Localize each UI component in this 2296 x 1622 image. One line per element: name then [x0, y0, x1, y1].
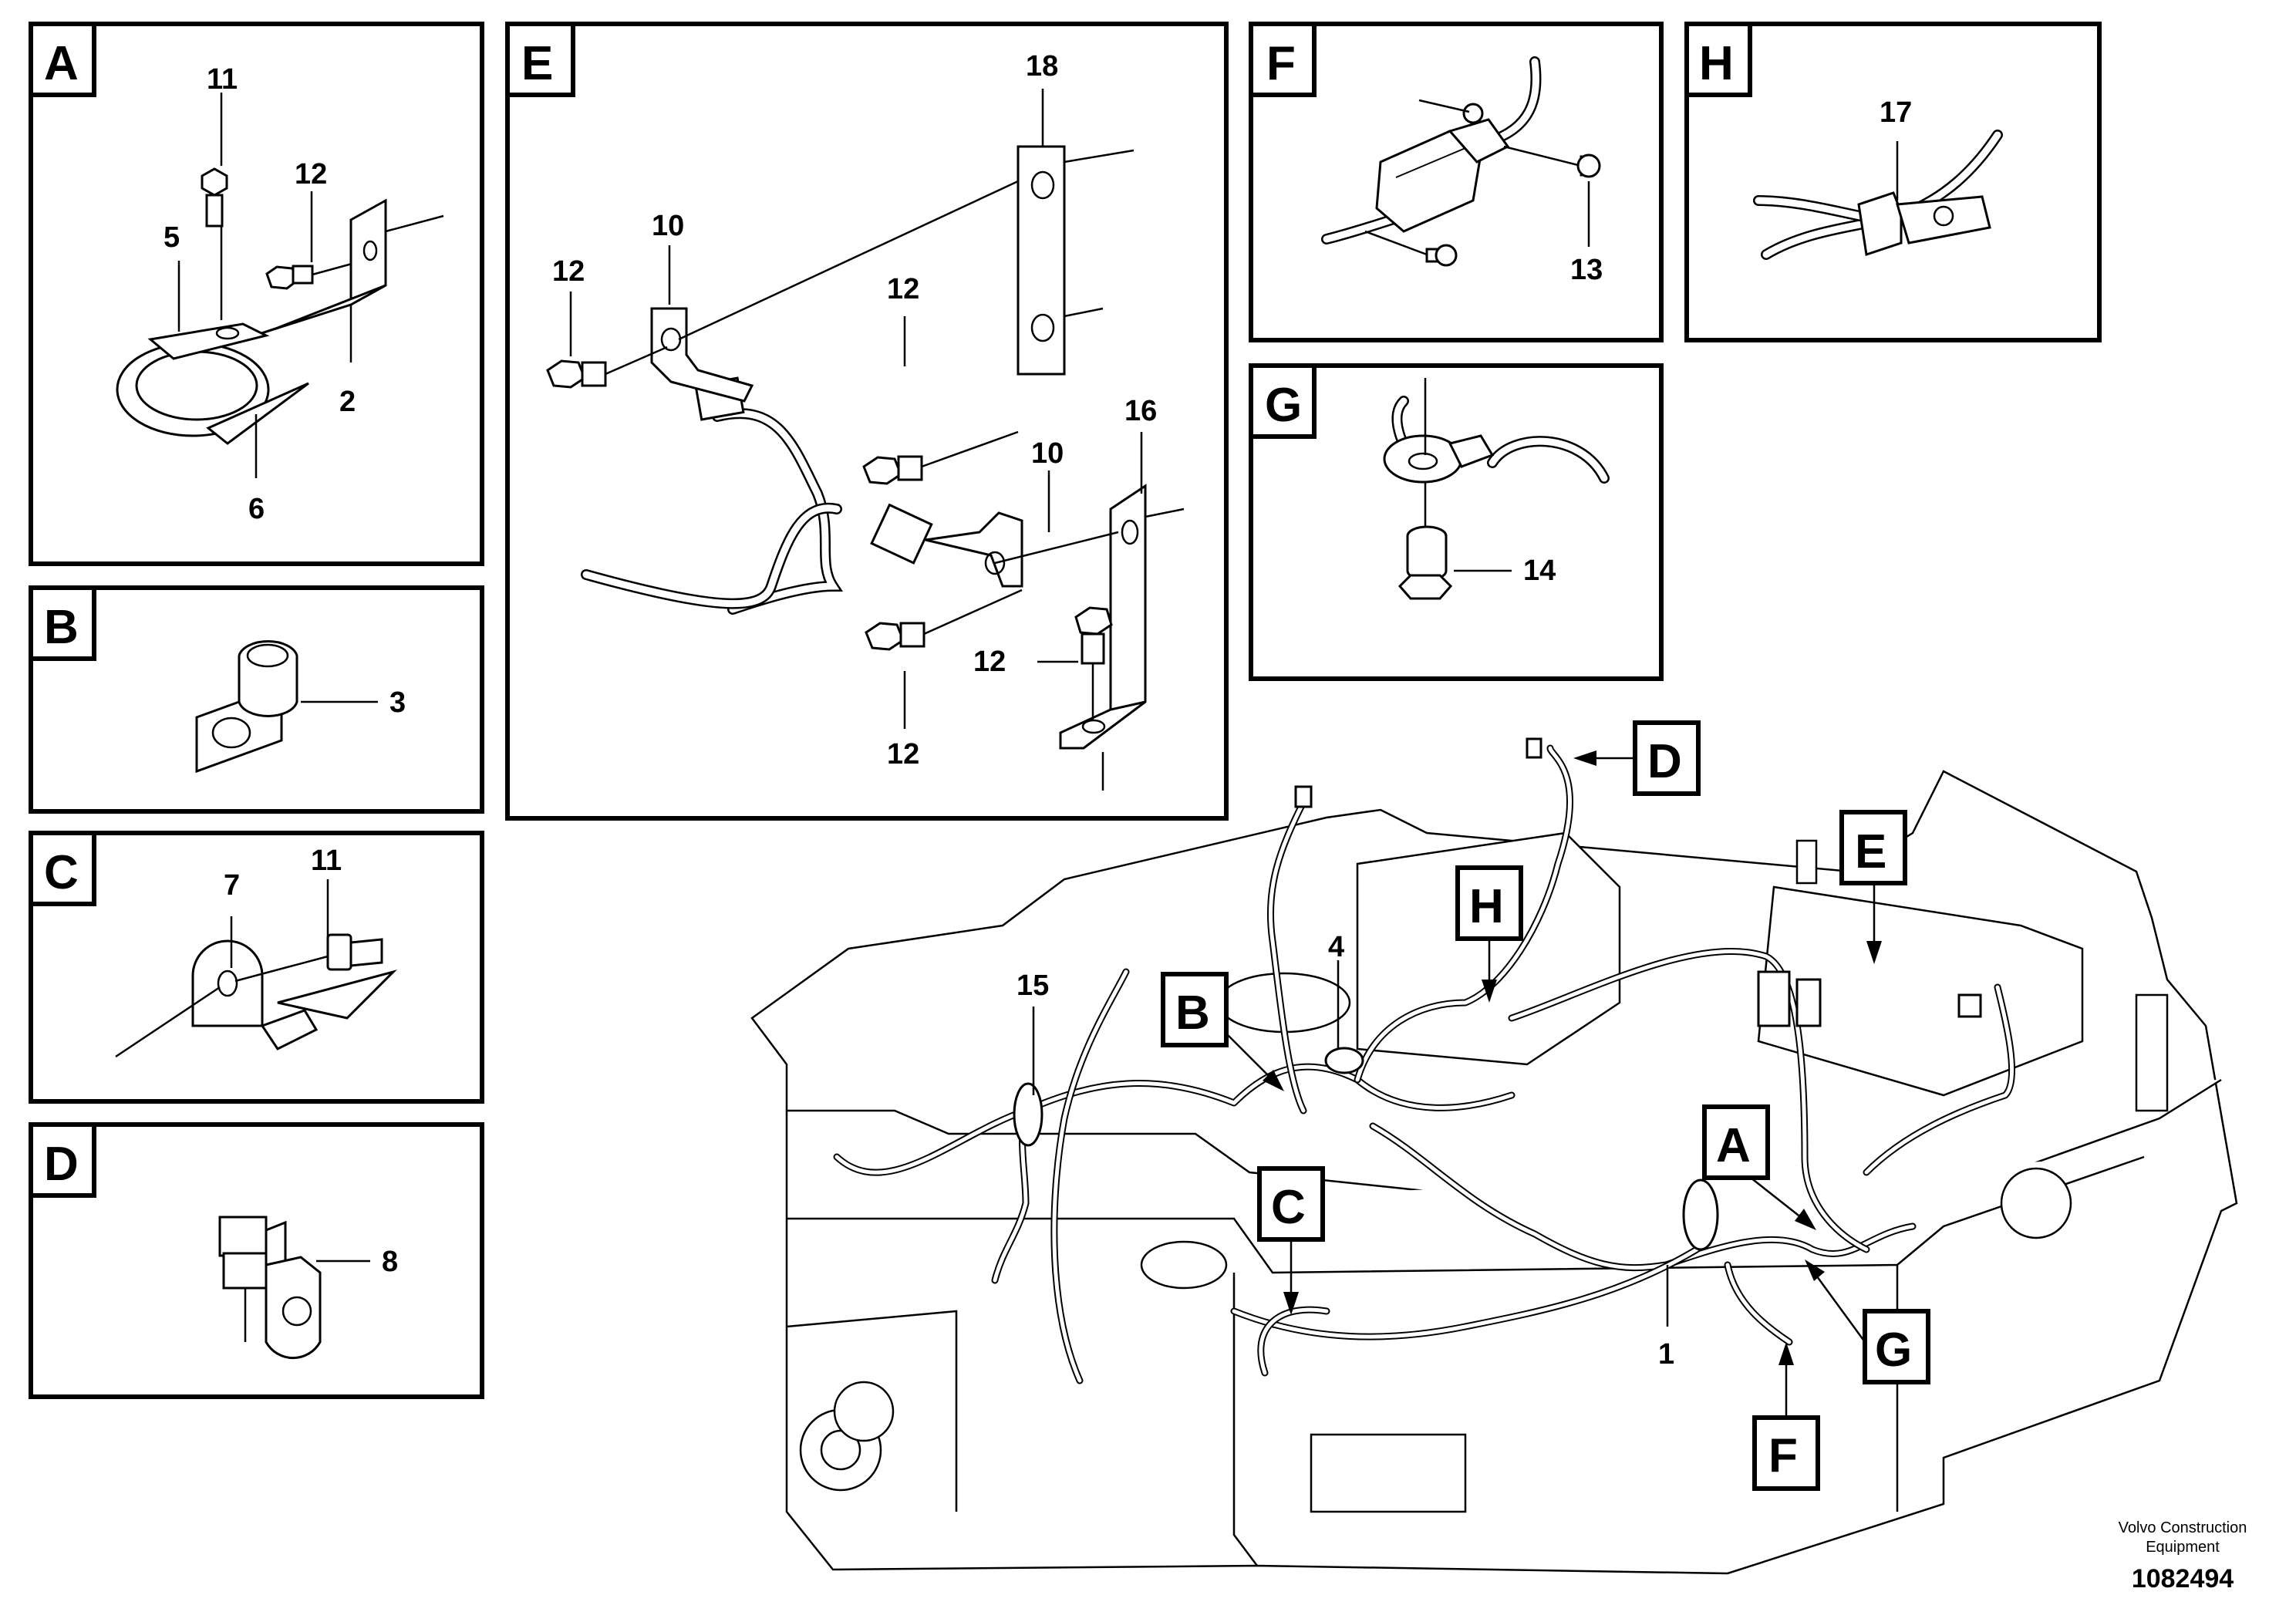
bolt-icon	[201, 167, 228, 320]
panel-d: D 8	[29, 1122, 484, 1399]
callout-18: 18	[1026, 50, 1058, 83]
screw-icon	[1364, 230, 1458, 267]
bracket-icon	[191, 939, 398, 1050]
callout-8: 8	[382, 1246, 398, 1278]
svg-text:B: B	[1175, 986, 1210, 1040]
callout-12: 12	[295, 158, 327, 191]
svg-text:E: E	[1855, 825, 1886, 878]
callout-5: 5	[164, 221, 180, 254]
panel-h-label: H	[1699, 37, 1734, 90]
credit-line-2: Equipment	[2146, 1539, 2220, 1556]
callout-16: 16	[1124, 395, 1157, 427]
panel-e: E 18 16	[505, 22, 1229, 821]
bolt-icon	[546, 346, 668, 389]
wiring-harness	[833, 737, 2016, 1384]
callout-17: 17	[1880, 96, 1912, 129]
svg-text:G: G	[1875, 1324, 1912, 1377]
bolt-icon	[865, 588, 1023, 651]
panel-g-frame	[1249, 363, 1664, 681]
callout-10: 10	[652, 210, 684, 242]
svg-text:A: A	[1716, 1119, 1751, 1172]
connector-icon	[218, 1216, 322, 1360]
panel-g-tag	[1249, 363, 1317, 439]
callout-3: 3	[389, 686, 406, 719]
callout-4: 4	[1328, 931, 1344, 963]
connector-icon	[1321, 56, 1601, 267]
detail-tag-c[interactable]: C	[1257, 1166, 1325, 1315]
panel-b-tag	[29, 585, 96, 661]
bolt-icon	[234, 933, 383, 983]
clip-icon	[195, 640, 298, 774]
callout-7: 7	[224, 869, 240, 902]
detail-tag-d[interactable]: D	[1573, 720, 1701, 796]
callout-12: 12	[973, 646, 1006, 678]
nut-icon	[265, 253, 386, 290]
credit-block: Volvo Construction Equipment 1082494	[2119, 1519, 2247, 1593]
detail-tag-g[interactable]: G	[1805, 1259, 1930, 1384]
screw-icon	[1576, 153, 1601, 178]
main-view: 15 4 1 D H E B	[750, 720, 2238, 1575]
panel-f-tag	[1249, 22, 1317, 97]
panel-h-tag	[1684, 22, 1752, 97]
callout-15: 15	[1017, 969, 1049, 1002]
panel-f-label: F	[1266, 37, 1296, 90]
bolt-icon	[862, 430, 1019, 485]
panel-e-label: E	[521, 37, 553, 90]
callout-14: 14	[1523, 555, 1556, 587]
panel-a-tag	[29, 22, 96, 97]
panel-h-frame	[1684, 22, 2102, 342]
document-number: 1082494	[2132, 1564, 2234, 1593]
detail-tag-h[interactable]: H	[1455, 865, 1523, 1003]
panel-d-tag	[29, 1122, 96, 1198]
svg-text:D: D	[1647, 735, 1682, 788]
bracket-icon	[1059, 484, 1185, 791]
panel-h: H 17	[1684, 22, 2102, 342]
panel-d-label: D	[44, 1138, 79, 1191]
panel-b-label: B	[44, 601, 79, 654]
svg-text:C: C	[1271, 1181, 1306, 1234]
callout-11: 11	[207, 63, 238, 96]
svg-text:F: F	[1768, 1429, 1798, 1482]
panel-b: B 3	[29, 585, 484, 814]
panel-a-label: A	[44, 37, 79, 90]
callout-6: 6	[248, 493, 265, 525]
callout-12: 12	[887, 738, 919, 771]
panel-a-frame	[29, 22, 484, 566]
cable-assembly-icon	[581, 180, 1119, 615]
callout-12: 12	[552, 255, 585, 288]
callout-13: 13	[1570, 254, 1603, 286]
plate-icon	[1017, 145, 1135, 376]
panel-g: G 14	[1249, 363, 1664, 681]
panel-e-frame	[505, 22, 1229, 821]
panel-g-label: G	[1265, 379, 1302, 432]
callout-1: 1	[1658, 1338, 1674, 1371]
bolt-icon	[1397, 525, 1453, 600]
panel-c-tag	[29, 831, 96, 906]
callout-11: 11	[311, 845, 342, 877]
callout-12: 12	[887, 273, 919, 305]
clamp-icon	[116, 322, 309, 445]
panel-c: C 7 11	[29, 831, 484, 1104]
terminal-icon	[1383, 378, 1610, 532]
panel-f: F 13	[1249, 22, 1664, 342]
detail-tag-a[interactable]: A	[1702, 1104, 1816, 1230]
detail-tag-e[interactable]: E	[1839, 810, 1907, 964]
svg-text:H: H	[1469, 880, 1504, 933]
panel-c-label: C	[44, 846, 79, 899]
clamp-icon	[1753, 130, 2003, 260]
callout-10: 10	[1031, 437, 1064, 470]
detail-tag-b[interactable]: B	[1161, 972, 1284, 1091]
panel-a: A 11 12 2 5	[29, 22, 484, 566]
credit-line-1: Volvo Construction	[2119, 1519, 2247, 1536]
detail-tag-f[interactable]: F	[1752, 1342, 1820, 1491]
panel-e-tag	[505, 22, 575, 97]
callout-2: 2	[339, 386, 356, 418]
bolt-icon	[1074, 606, 1113, 721]
